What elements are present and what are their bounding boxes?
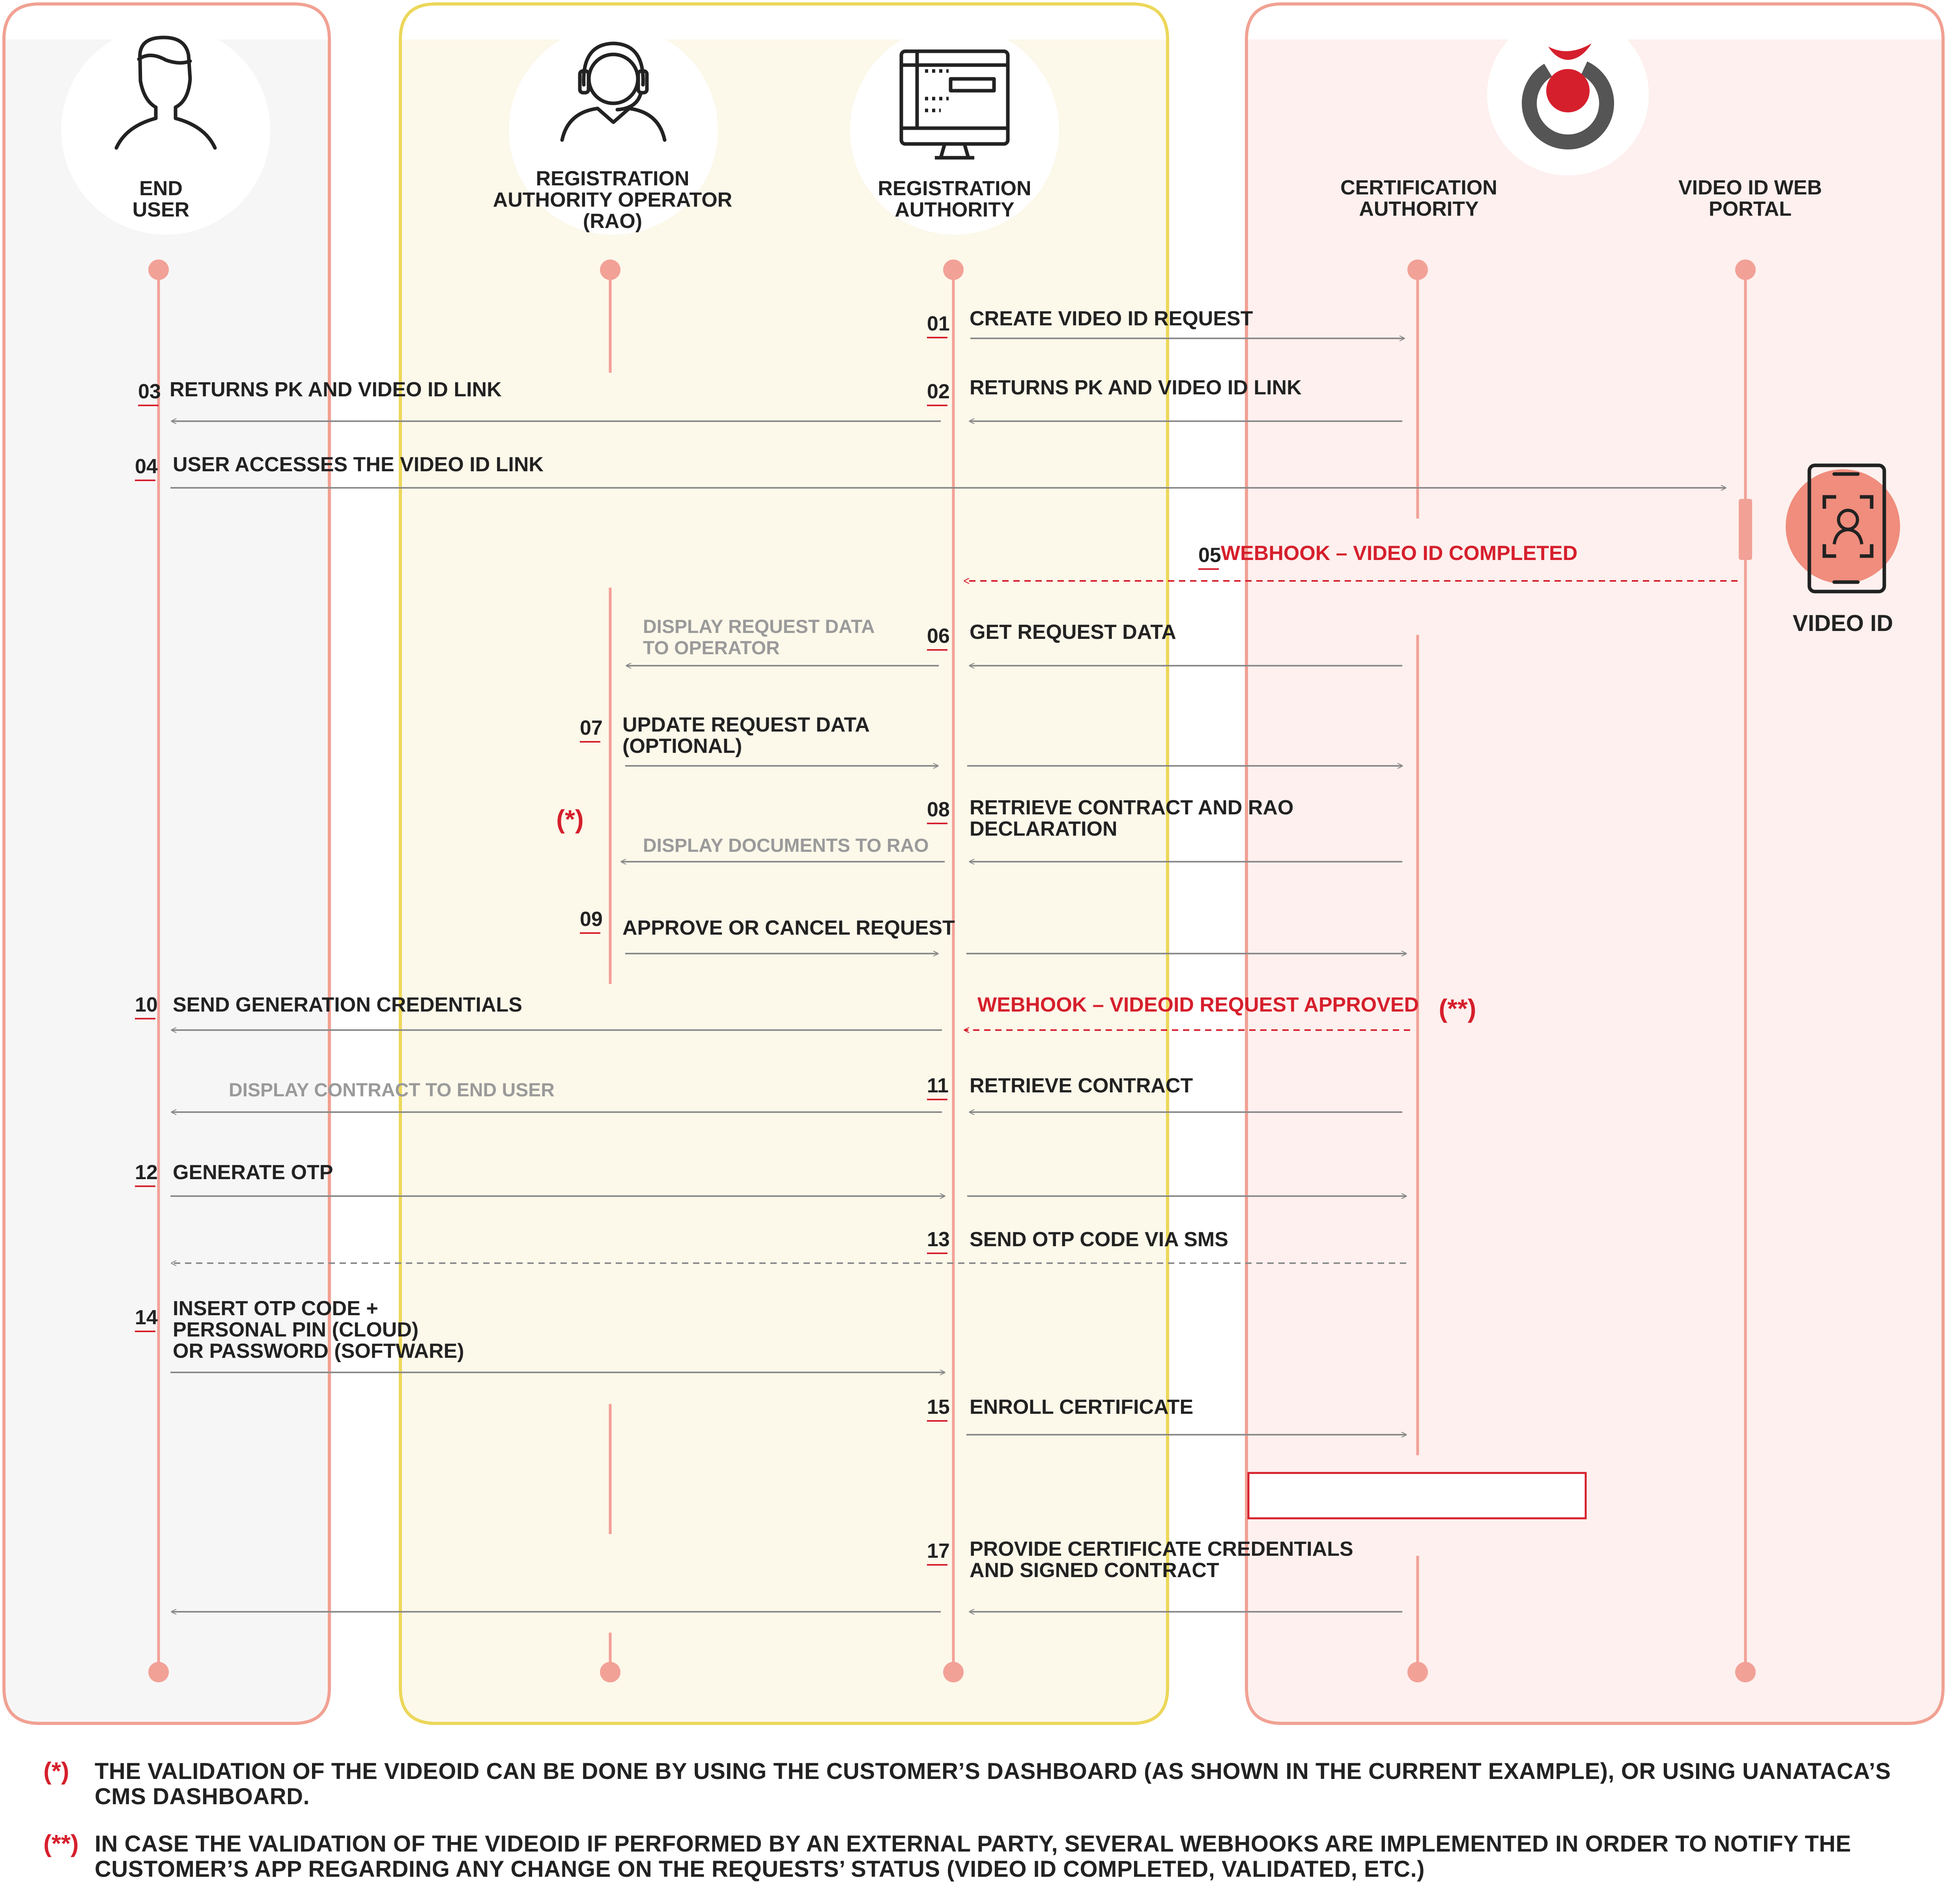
- footnote-1: (*) THE VALIDATION OF THE VIDEOID CAN BE…: [43, 1759, 1921, 1809]
- step-number: 15: [927, 1396, 950, 1419]
- message-label: WEBHOOK – VIDEOID REQUEST APPROVED: [977, 993, 1419, 1016]
- step-number: 08: [927, 798, 950, 821]
- message-label: APPROVE OR CANCEL REQUEST: [622, 917, 955, 939]
- step-number: 12: [135, 1161, 158, 1184]
- message-label: RETURNS PK AND VIDEO ID LINK: [970, 376, 1302, 399]
- actor-label-rao: AUTHORITY OPERATOR: [493, 189, 732, 211]
- ca-note-marker: (**): [1439, 994, 1476, 1023]
- step-number: 14: [135, 1306, 158, 1329]
- step-number: 17: [927, 1540, 950, 1562]
- step-number: 03: [138, 380, 161, 403]
- message-label: SEND GENERATION CREDENTIALS: [173, 993, 522, 1016]
- portal-activation-bar: [1739, 499, 1752, 560]
- lane-registration-authority: [399, 2, 1169, 1725]
- message-label: PROVIDE CERTIFICATE CREDENTIALS: [970, 1538, 1353, 1561]
- message-label: PERSONAL PIN (CLOUD): [173, 1318, 419, 1341]
- step-number: 01: [927, 312, 950, 335]
- actor-label-portal: VIDEO ID WEB: [1678, 176, 1822, 199]
- step-number: 07: [580, 717, 603, 739]
- step-number: 05: [1198, 544, 1221, 567]
- footnotes: (*) THE VALIDATION OF THE VIDEOID CAN BE…: [43, 1759, 1921, 1904]
- lane-end-user: [2, 2, 331, 1725]
- step-number: 04: [135, 455, 158, 478]
- message-label: SEND OTP CODE VIA SMS: [970, 1228, 1228, 1251]
- actor-label-ca: AUTHORITY: [1359, 198, 1478, 220]
- message-label: USER ACCESSES THE VIDEO ID LINK: [173, 453, 544, 476]
- lane-certification-authority: [1245, 2, 1945, 1725]
- message-label: RETURNS PK AND VIDEO ID LINK: [170, 378, 502, 401]
- end-user-avatar: [61, 26, 270, 235]
- actor-label-ca: CERTIFICATION: [1340, 176, 1497, 199]
- message-label: GENERATE OTP: [173, 1161, 333, 1184]
- footnote-1-text: THE VALIDATION OF THE VIDEOID CAN BE DON…: [95, 1758, 1891, 1809]
- message-label: RETRIEVE CONTRACT AND RAO: [970, 796, 1293, 819]
- actor-label-rao: REGISTRATION: [536, 167, 689, 190]
- smartphone-face-scan-icon: [1786, 463, 1900, 594]
- footnote-2-text: IN CASE THE VALIDATION OF THE VIDEOID IF…: [95, 1831, 1851, 1882]
- message-label: DISPLAY REQUEST DATA: [643, 616, 875, 637]
- footnote-2-mark: (**): [43, 1830, 79, 1857]
- message-label: DISPLAY DOCUMENTS TO RAO: [643, 835, 929, 856]
- video-id-label: VIDEO ID: [1793, 610, 1893, 636]
- lifelines: [148, 259, 1756, 1682]
- message-label: GET REQUEST DATA: [970, 621, 1176, 644]
- actor-label-end-user: END: [139, 177, 183, 200]
- message-label: CREATE VIDEO ID REQUEST: [970, 307, 1253, 330]
- step-number: 10: [135, 993, 158, 1016]
- actor-label-ra: AUTHORITY: [895, 198, 1014, 221]
- message-label: UPDATE REQUEST DATA: [622, 713, 870, 736]
- rao-avatar: [509, 26, 718, 235]
- certificate-enrolment-box: [1247, 1472, 1587, 1519]
- message-label: DECLARATION: [970, 818, 1117, 840]
- computer-monitor-icon: [899, 49, 1010, 160]
- message-label: RETRIEVE CONTRACT: [970, 1074, 1193, 1097]
- message-label: DISPLAY CONTRACT TO END USER: [229, 1080, 555, 1101]
- message-label: WEBHOOK – VIDEO ID COMPLETED: [1221, 542, 1577, 565]
- message-label: TO OPERATOR: [643, 638, 780, 659]
- user-icon: [114, 35, 217, 150]
- actor-label-portal: PORTAL: [1709, 198, 1792, 220]
- message-label: INSERT OTP CODE +: [173, 1297, 378, 1320]
- footnote-1-mark: (*): [43, 1758, 69, 1785]
- message-label: OR PASSWORD (SOFTWARE): [173, 1340, 464, 1363]
- step-number: 02: [927, 380, 950, 403]
- step-number: 06: [927, 625, 950, 648]
- message-label: ENROLL CERTIFICATE: [970, 1396, 1193, 1419]
- headset-operator-icon: [560, 41, 667, 142]
- rao-note-marker: (*): [556, 805, 584, 834]
- step-number: 11: [927, 1074, 949, 1097]
- actor-label-rao: (RAO): [583, 210, 642, 233]
- actor-label-end-user: USER: [133, 198, 189, 221]
- actor-label-ra: REGISTRATION: [878, 177, 1031, 200]
- message-label: AND SIGNED CONTRACT: [970, 1559, 1219, 1582]
- message-label: (OPTIONAL): [622, 735, 742, 758]
- footnote-2: (**) IN CASE THE VALIDATION OF THE VIDEO…: [43, 1831, 1921, 1882]
- step-number: 09: [580, 908, 603, 931]
- step-number: 13: [927, 1228, 950, 1251]
